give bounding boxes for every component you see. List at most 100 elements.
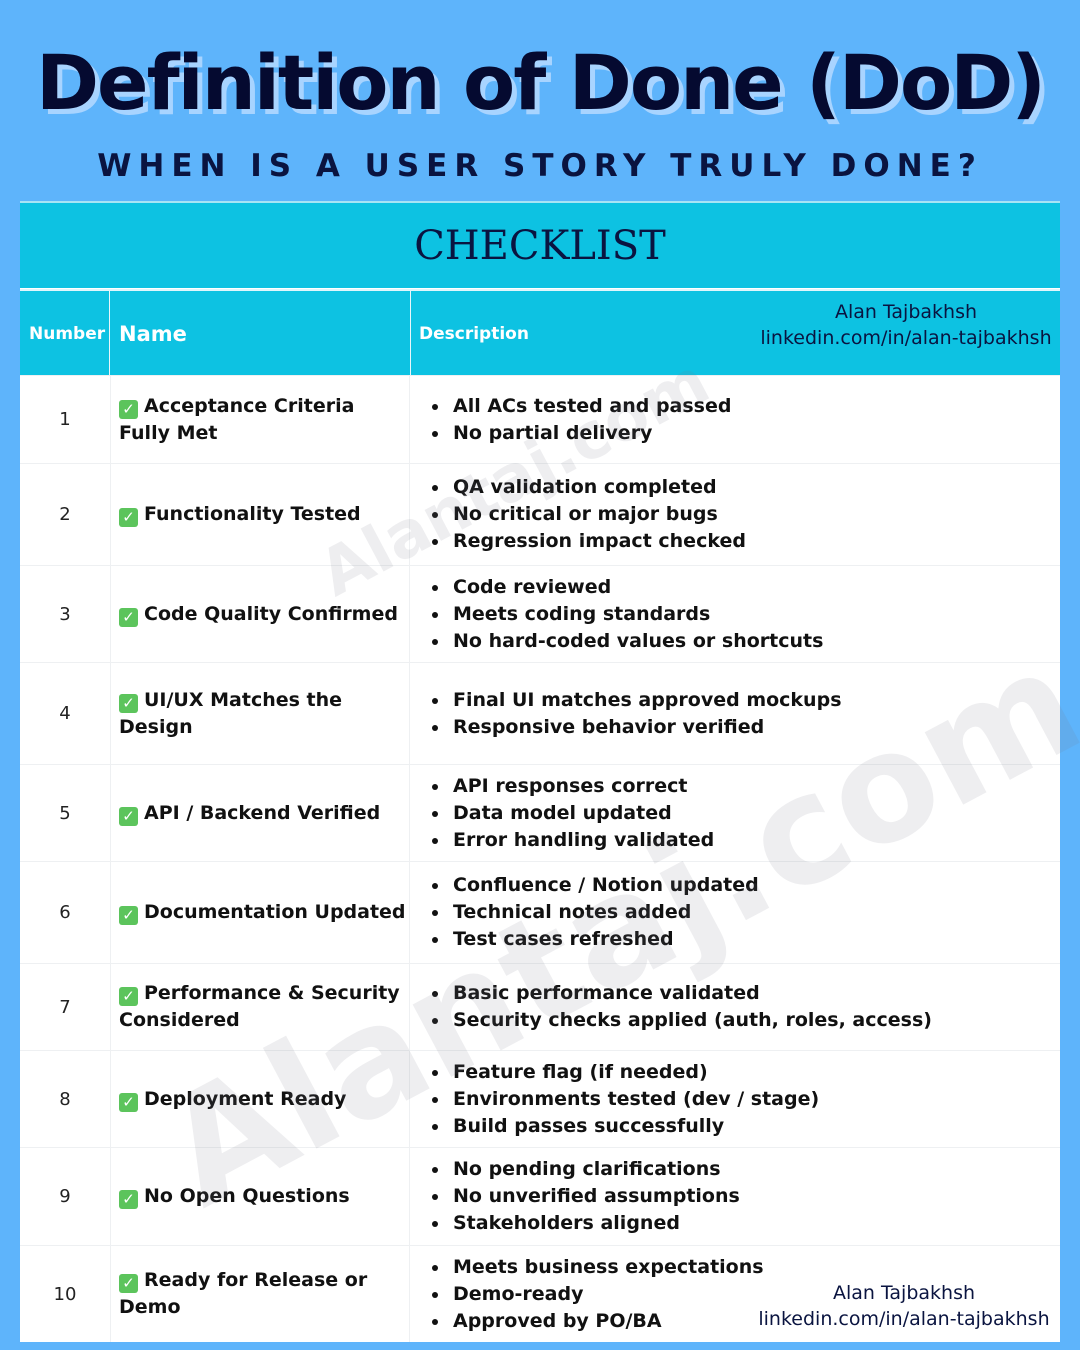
row-name: Ready for Release or Demo	[119, 1269, 368, 1318]
description-item: API responses correct	[432, 773, 1060, 800]
row-name: API / Backend Verified	[144, 801, 381, 824]
check-icon: ✓	[119, 906, 138, 925]
header-credit: Alan Tajbakhsh linkedin.com/in/alan-tajb…	[756, 299, 1056, 351]
credit-name: Alan Tajbakhsh	[832, 1282, 976, 1304]
description-item: Technical notes added	[432, 899, 1060, 926]
row-name-cell: ✓ Code Quality Confirmed	[110, 566, 410, 662]
row-number: 8	[59, 1088, 71, 1110]
checklist-banner: CHECKLIST	[20, 201, 1060, 288]
check-icon: ✓	[119, 987, 138, 1006]
description-item: Approved by PO/BA	[432, 1308, 1060, 1335]
row-name: Code Quality Confirmed	[144, 602, 398, 625]
check-icon: ✓	[119, 607, 138, 627]
description-item: Regression impact checked	[432, 528, 1060, 555]
check-icon: ✓	[119, 399, 138, 419]
row-name: Deployment Ready	[144, 1087, 347, 1110]
description-item: Security checks applied (auth, roles, ac…	[432, 1007, 1060, 1034]
check-icon: ✓	[119, 693, 138, 713]
description-item: Responsive behavior verified	[432, 714, 1060, 741]
row-name-cell: ✓ Deployment Ready	[110, 1051, 410, 1147]
description-item: Feature flag (if needed)	[432, 1059, 1060, 1086]
check-icon: ✓	[119, 508, 138, 527]
row-description: Feature flag (if needed)Environments tes…	[410, 1051, 1060, 1147]
row-name-cell: ✓ Functionality Tested	[110, 464, 410, 565]
row-number: 3	[59, 603, 71, 625]
description-item: No partial delivery	[432, 420, 1060, 447]
row-name-cell: ✓Performance & Security Considered	[110, 964, 410, 1050]
row-name-cell: ✓ API / Backend Verified	[110, 765, 410, 861]
row-name: No Open Questions	[144, 1185, 350, 1207]
row-name-cell: ✓ Documentation Updated	[110, 862, 410, 963]
row-name-cell: ✓Ready for Release or Demo	[110, 1246, 410, 1342]
row-number: 7	[59, 996, 71, 1018]
row-name: Functionality Tested	[144, 503, 361, 525]
table-row: 9 ✓ No Open Questions No pending clarificat…	[20, 1147, 1060, 1245]
description-item: Demo-ready	[432, 1281, 1060, 1308]
description-item: No unverified assumptions	[432, 1183, 1060, 1210]
row-name: Documentation Updated	[144, 901, 406, 923]
row-name-cell: ✓Acceptance Criteria Fully Met	[110, 376, 410, 463]
description-item: Test cases refreshed	[432, 926, 1060, 953]
description-item: No hard-coded values or shortcuts	[432, 628, 1060, 655]
row-name: UI/UX Matches the Design	[119, 688, 343, 738]
description-item: Meets coding standards	[432, 601, 1060, 628]
check-icon: ✓	[119, 1092, 138, 1112]
credit-name: Alan Tajbakhsh	[834, 301, 978, 323]
table-row: 2 ✓ Functionality Tested QA validation comp…	[20, 463, 1060, 565]
description-item: Data model updated	[432, 800, 1060, 827]
check-icon: ✓	[119, 1190, 138, 1209]
checklist-table: CHECKLIST Number Name Description Alan T…	[20, 201, 1080, 1342]
description-item: Final UI matches approved mockups	[432, 687, 1060, 714]
description-item: No pending clarifications	[432, 1156, 1060, 1183]
row-number: 10	[53, 1283, 77, 1305]
row-number: 2	[59, 504, 71, 525]
page-subtitle: WHEN IS A USER STORY TRULY DONE?	[97, 148, 983, 184]
description-item: No critical or major bugs	[432, 501, 1060, 528]
header-name: Name	[119, 322, 187, 346]
row-name: Acceptance Criteria Fully Met	[119, 394, 355, 444]
description-item: Error handling validated	[432, 827, 1060, 854]
description-item: Meets business expectations	[432, 1254, 1060, 1281]
table-header: Number Name Description Alan Tajbakhsh l…	[20, 289, 1060, 375]
table-row: 5 ✓ API / Backend Verified API responses co…	[20, 764, 1060, 861]
credit-link[interactable]: linkedin.com/in/alan-tajbakhsh	[760, 327, 1052, 349]
row-number: 4	[59, 703, 71, 724]
footer-credit: Alan Tajbakhsh linkedin.com/in/alan-tajb…	[754, 1280, 1054, 1332]
page-title: Definition of Done (DoD)	[35, 38, 1046, 127]
row-name-cell: ✓ No Open Questions	[110, 1148, 410, 1245]
description-item: Confluence / Notion updated	[432, 872, 1060, 899]
description-item: Basic performance validated	[432, 980, 1060, 1007]
row-number: 6	[59, 902, 71, 923]
check-icon: ✓	[119, 1274, 138, 1293]
check-icon: ✓	[119, 806, 138, 826]
description-item: Environments tested (dev / stage)	[432, 1086, 1060, 1113]
header-description: Description	[419, 324, 529, 344]
description-item: QA validation completed	[432, 474, 1060, 501]
table-row: 8 ✓ Deployment Ready Feature flag (if neede…	[20, 1050, 1060, 1147]
credit-link[interactable]: linkedin.com/in/alan-tajbakhsh	[758, 1308, 1050, 1330]
row-number: 9	[59, 1186, 71, 1207]
description-item: All ACs tested and passed	[432, 393, 1060, 420]
description-item: Build passes successfully	[432, 1113, 1060, 1140]
row-name: Performance & Security Considered	[119, 982, 400, 1031]
description-item: Code reviewed	[432, 574, 1060, 601]
description-item: Stakeholders aligned	[432, 1210, 1060, 1237]
row-number: 5	[59, 802, 71, 824]
header-number: Number	[29, 324, 106, 344]
row-number: 1	[59, 409, 71, 430]
row-name-cell: ✓UI/UX Matches the Design	[110, 663, 410, 764]
